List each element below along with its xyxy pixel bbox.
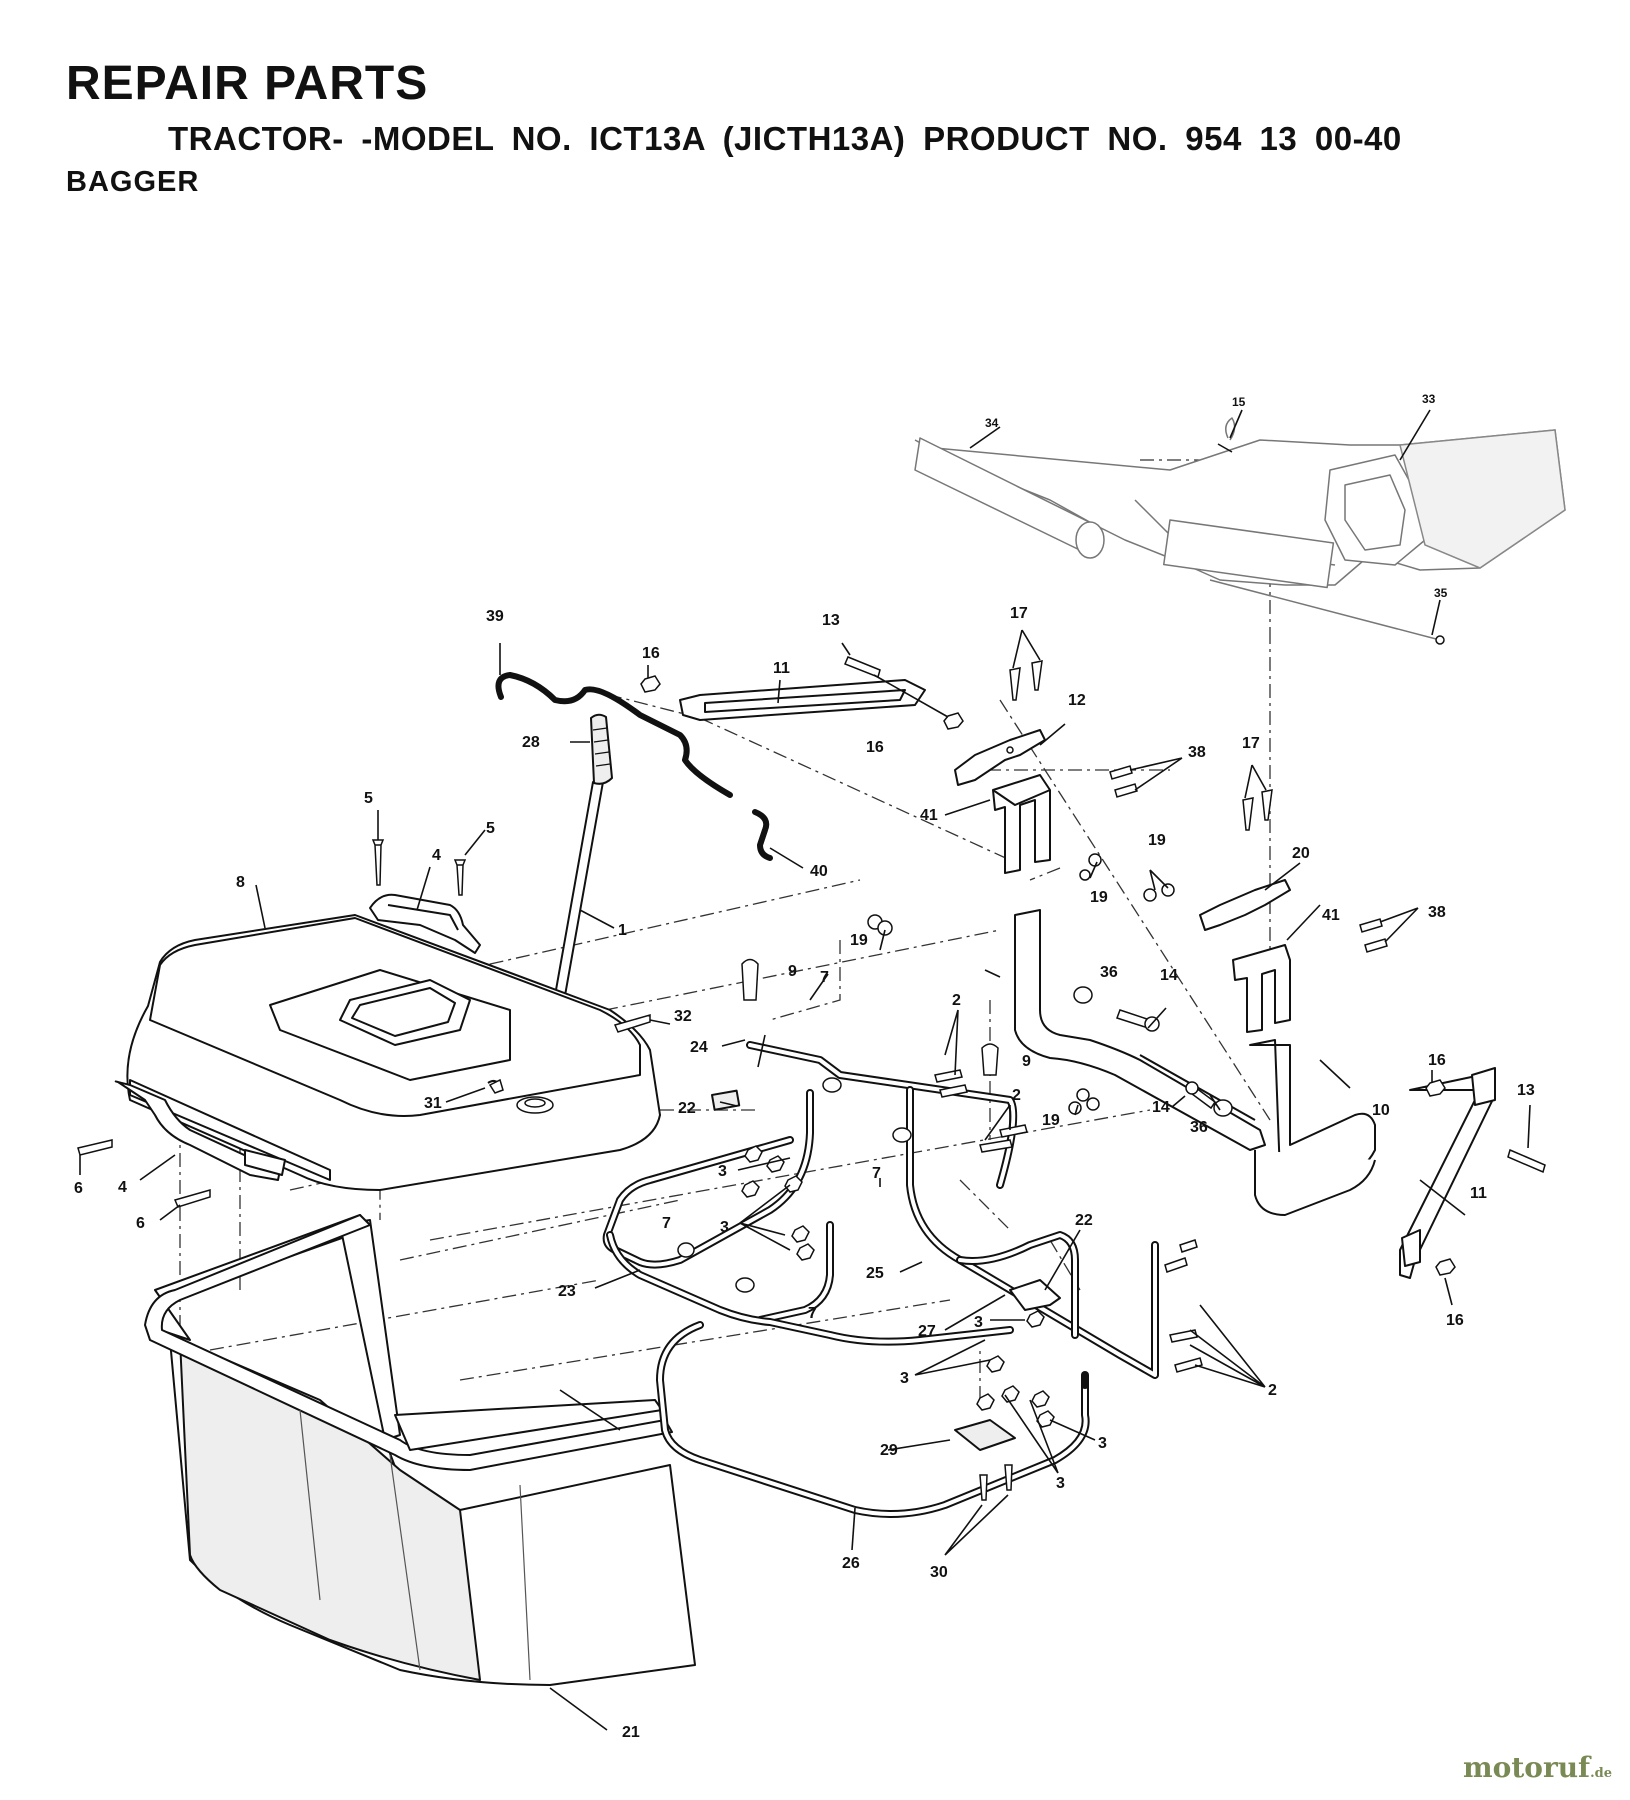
leader-lines — [79, 409, 1531, 1731]
frame-25 — [906, 1086, 1159, 1379]
callout-22: 22 — [678, 1100, 696, 1117]
callout-38: 38 — [1188, 744, 1206, 761]
bracket-41-left — [992, 774, 1051, 874]
plate-22-left — [711, 1089, 741, 1111]
callout-19: 19 — [1148, 832, 1166, 849]
callout-38: 38 — [1428, 904, 1446, 921]
strap-11-top — [679, 679, 926, 721]
callout-6: 6 — [74, 1180, 83, 1197]
clip-20 — [1199, 879, 1291, 931]
callout-24: 24 — [690, 1039, 708, 1056]
callout-31: 31 — [424, 1095, 442, 1112]
callout-11: 11 — [1470, 1185, 1487, 1202]
callout-2: 2 — [1012, 1087, 1021, 1104]
callout-16: 16 — [1446, 1312, 1464, 1329]
callout-14: 14 — [1152, 1099, 1170, 1116]
callout-16: 16 — [1428, 1052, 1446, 1069]
callout-16: 16 — [866, 739, 884, 756]
callout-5: 5 — [364, 790, 373, 807]
callouts: 1 2 2 2 3 3 3 3 3 3 4 4 5 5 6 6 7 7 7 7 … — [74, 392, 1535, 1741]
callout-27: 27 — [918, 1323, 936, 1340]
model-subtitle: TRACTOR- -MODEL NO. ICT13A (JICTH13A) PR… — [168, 120, 1402, 157]
hanger-10 — [1014, 909, 1376, 1216]
callout-4: 4 — [432, 847, 441, 864]
callout-3: 3 — [718, 1163, 727, 1180]
rod-39-40 — [495, 672, 773, 861]
bracket-41-right — [1232, 944, 1291, 1033]
callout-7: 7 — [662, 1215, 671, 1232]
callout-3: 3 — [900, 1370, 909, 1387]
watermark-logo: motoruf.de — [1463, 1751, 1612, 1784]
page-header: REPAIR PARTS TRACTOR- -MODEL NO. ICT13A … — [0, 0, 1630, 200]
callout-19: 19 — [1042, 1112, 1060, 1129]
hardware — [77, 443, 1546, 1501]
callout-3: 3 — [720, 1219, 729, 1236]
callout-15: 15 — [1232, 395, 1246, 409]
handle-4-top — [369, 893, 481, 954]
callout-25: 25 — [866, 1265, 884, 1282]
callout-1: 1 — [618, 922, 627, 939]
callout-12: 12 — [1068, 692, 1086, 709]
page-title: REPAIR PARTS — [66, 57, 429, 110]
strap-11-right — [1399, 1067, 1496, 1279]
tractor-rear-frame — [914, 417, 1566, 645]
grass-bag — [144, 1214, 696, 1686]
callout-29: 29 — [880, 1442, 898, 1459]
callout-9: 9 — [788, 963, 797, 980]
callout-23: 23 — [558, 1283, 576, 1300]
callout-28: 28 — [522, 734, 540, 751]
plate-22-right — [1009, 1279, 1061, 1311]
callout-22: 22 — [1075, 1212, 1093, 1229]
watermark-name: motoruf — [1463, 1751, 1591, 1784]
callout-19: 19 — [1090, 889, 1108, 906]
callout-19: 19 — [850, 932, 868, 949]
callout-3: 3 — [974, 1314, 983, 1331]
callout-21: 21 — [622, 1724, 640, 1741]
callout-17: 17 — [1010, 605, 1028, 622]
callout-13: 13 — [1517, 1082, 1535, 1099]
callout-2: 2 — [952, 992, 961, 1009]
callout-33: 33 — [1422, 392, 1436, 406]
callout-9: 9 — [1022, 1053, 1031, 1070]
callout-3: 3 — [1056, 1475, 1065, 1492]
callout-8: 8 — [236, 874, 245, 891]
callout-16: 16 — [642, 645, 660, 662]
callout-41: 41 — [920, 807, 938, 824]
callout-11: 11 — [773, 660, 790, 677]
watermark-tld: .de — [1590, 1766, 1612, 1781]
callout-41: 41 — [1322, 907, 1340, 924]
callout-3: 3 — [1098, 1435, 1107, 1452]
callout-26: 26 — [842, 1555, 860, 1572]
callout-7: 7 — [872, 1165, 881, 1182]
callout-7: 7 — [820, 969, 829, 986]
callout-30: 30 — [930, 1564, 948, 1581]
callout-17: 17 — [1242, 735, 1260, 752]
callout-2: 2 — [1268, 1382, 1277, 1399]
handle-4-side — [114, 1080, 286, 1181]
callout-5: 5 — [486, 820, 495, 837]
callout-14: 14 — [1160, 967, 1178, 984]
callout-39: 39 — [486, 608, 504, 625]
callout-10: 10 — [1372, 1102, 1390, 1119]
bagger-cover — [126, 914, 661, 1191]
callout-7: 7 — [808, 1305, 817, 1322]
callout-13: 13 — [822, 612, 840, 629]
callout-34: 34 — [985, 416, 999, 430]
callout-20: 20 — [1292, 845, 1310, 862]
rod-24 — [746, 1041, 1018, 1189]
callout-6: 6 — [136, 1215, 145, 1232]
clip-12 — [954, 729, 1046, 786]
callout-32: 32 — [674, 1008, 692, 1025]
callout-35: 35 — [1434, 586, 1448, 600]
callout-40: 40 — [810, 863, 828, 880]
plate-29 — [954, 1419, 1016, 1451]
callout-36: 36 — [1100, 964, 1118, 981]
callout-4: 4 — [118, 1179, 127, 1196]
section-title: BAGGER — [66, 166, 200, 198]
callout-36: 36 — [1190, 1119, 1208, 1136]
